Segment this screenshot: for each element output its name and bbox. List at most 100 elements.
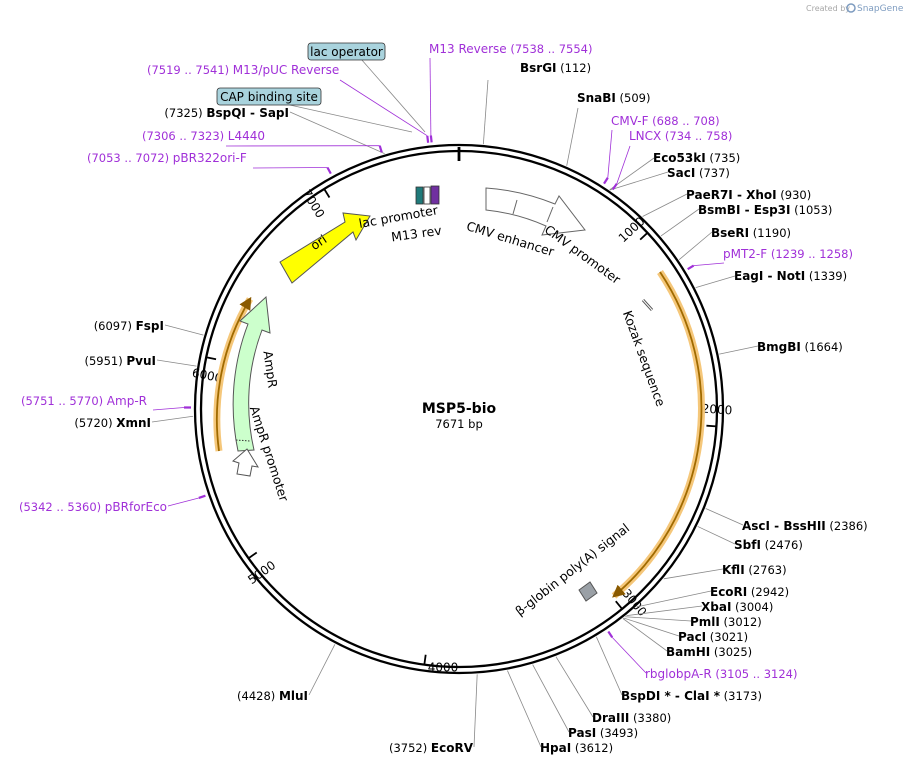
site-position: (3612) <box>571 741 613 755</box>
primer-leader <box>152 407 185 411</box>
site-position: (1664) <box>801 340 843 354</box>
site-position: (2763) <box>745 563 787 577</box>
site-name: BsmBI - Esp3I <box>698 203 790 217</box>
primer-label[interactable]: (5342 .. 5360) pBRforEco <box>19 500 167 514</box>
restriction-site-label[interactable]: HpaI (3612) <box>540 741 613 755</box>
restriction-site-label[interactable]: AscI - BssHII (2386) <box>742 519 868 533</box>
site-name: MluI <box>279 689 308 703</box>
primer-site-marker <box>611 183 618 191</box>
primer-label[interactable]: M13 Reverse (7538 .. 7554) <box>429 42 592 56</box>
primer-label[interactable]: LNCX (734 .. 758) <box>629 129 732 143</box>
restriction-site-label[interactable]: PasI (3493) <box>568 726 638 740</box>
restriction-site-label[interactable]: PmlI (3012) <box>690 615 762 629</box>
primer-leader <box>607 129 613 178</box>
restriction-site-label[interactable]: BsmBI - Esp3I (1053) <box>698 203 832 217</box>
primer-name: LNCX <box>629 129 661 143</box>
primer-leader <box>429 57 432 136</box>
site-leader <box>473 674 478 748</box>
primer-label[interactable]: CMV-F (688 .. 708) <box>611 114 720 128</box>
restriction-site-label[interactable]: SnaBI (509) <box>577 91 651 105</box>
restriction-site-label[interactable]: DraIII (3380) <box>592 711 671 725</box>
restriction-site-label[interactable]: XbaI (3004) <box>701 600 773 614</box>
restriction-site-label[interactable]: BseRI (1190) <box>711 226 791 240</box>
primer-site-marker <box>603 177 609 185</box>
site-position: (6097) <box>94 319 136 333</box>
restriction-site-label[interactable]: (5951) PvuI <box>84 354 156 368</box>
primer-label[interactable]: (5751 .. 5770) Amp-R <box>21 394 147 408</box>
primer-name: M13 Reverse <box>429 42 507 56</box>
site-leader <box>595 636 623 696</box>
restriction-site-label[interactable]: (6097) FspI <box>94 319 164 333</box>
primer-leader <box>339 79 428 137</box>
site-leader <box>507 670 542 748</box>
tick-mark <box>423 654 427 665</box>
restriction-site-label[interactable]: (4428) MluI <box>237 689 308 703</box>
site-name: SnaBI <box>577 91 616 105</box>
restriction-site-label[interactable]: PacI (3021) <box>678 630 748 644</box>
primer-range: (7538 .. 7554) <box>507 42 593 56</box>
feature-box-label[interactable]: lac operator <box>310 45 383 59</box>
primer-name: CMV-F <box>611 114 649 128</box>
feature-box-label[interactable]: CAP binding site <box>220 90 318 104</box>
site-leader <box>482 79 489 145</box>
restriction-site-label[interactable]: Eco53kI (735) <box>653 151 740 165</box>
restriction-site-label[interactable]: EagI - NotI (1339) <box>734 269 847 283</box>
site-leader <box>642 193 688 217</box>
restriction-site-label[interactable]: BsrGI (112) <box>520 61 591 75</box>
primer-site-marker <box>687 264 695 271</box>
primer-leader <box>693 262 725 266</box>
site-name: BmgBI <box>757 340 801 354</box>
restriction-site-label[interactable]: (7325) BspQI - SapI <box>164 106 289 120</box>
restriction-site-label[interactable]: KflI (2763) <box>722 563 787 577</box>
restriction-site-label[interactable]: BmgBI (1664) <box>757 340 843 354</box>
site-position: (1339) <box>805 269 847 283</box>
site-position: (1190) <box>749 226 791 240</box>
site-leader <box>555 656 594 718</box>
site-position: (1053) <box>790 203 832 217</box>
restriction-site-label[interactable]: (3752) EcoRV <box>389 741 474 755</box>
restriction-site-label[interactable]: (5720) XmnI <box>74 416 151 430</box>
ampr-label: AmpR <box>260 350 280 389</box>
cmv-promoter-divider <box>546 206 554 223</box>
cmv-promoter-label: CMV promoter <box>542 222 624 288</box>
restriction-site-label[interactable]: SbfI (2476) <box>734 538 803 552</box>
tick-mark <box>639 232 649 241</box>
primer-label[interactable]: (7519 .. 7541) M13/pUC Reverse <box>147 63 339 77</box>
site-position: (2942) <box>747 585 789 599</box>
tick-mark <box>706 424 717 428</box>
primer-label[interactable]: rbglobpA-R (3105 .. 3124) <box>645 667 798 681</box>
site-name: PaeR7I - XhoI <box>686 188 777 202</box>
lac-operator-feature <box>423 186 431 205</box>
restriction-site-label[interactable]: PaeR7I - XhoI (930) <box>686 188 811 202</box>
primer-site-marker <box>607 630 614 638</box>
site-position: (5951) <box>84 354 126 368</box>
primer-range: (7306 .. 7323) <box>142 129 228 143</box>
site-name: HpaI <box>540 741 571 755</box>
site-leader <box>695 275 736 288</box>
tick-mark <box>248 551 258 560</box>
lac-promoter-feature <box>415 186 424 205</box>
primer-site-marker <box>326 166 332 175</box>
site-leader <box>626 605 703 617</box>
primer-label[interactable]: (7306 .. 7323) L4440 <box>142 129 265 143</box>
ampr-promoter-label: AmpR promoter <box>247 404 292 504</box>
ampr-feature <box>232 295 271 452</box>
tick-mark <box>206 356 217 361</box>
primer-label[interactable]: pMT2-F (1239 .. 1258) <box>723 247 853 261</box>
beta-globin-polya-feature <box>578 581 598 602</box>
site-leader <box>663 568 724 580</box>
kozak-label: Kozak sequence <box>620 308 669 408</box>
restriction-site-label[interactable]: BspDI * - ClaI * (3173) <box>621 689 762 703</box>
primer-name: pMT2-F <box>723 247 767 261</box>
restriction-site-label[interactable]: EcoRI (2942) <box>710 585 789 599</box>
primer-label[interactable]: (7053 .. 7072) pBR322ori-F <box>87 151 247 165</box>
credit-brand: SnapGene <box>857 4 904 14</box>
site-name: KflI <box>722 563 745 577</box>
plasmid-name: MSP5-bio <box>422 401 497 417</box>
restriction-site-label[interactable]: BamHI (3025) <box>666 645 752 659</box>
site-name: EcoRV <box>431 741 474 755</box>
restriction-site-label[interactable]: SacI (737) <box>667 166 730 180</box>
primer-name: L4440 <box>228 129 265 143</box>
site-leader <box>623 617 680 637</box>
site-leader <box>566 107 579 166</box>
